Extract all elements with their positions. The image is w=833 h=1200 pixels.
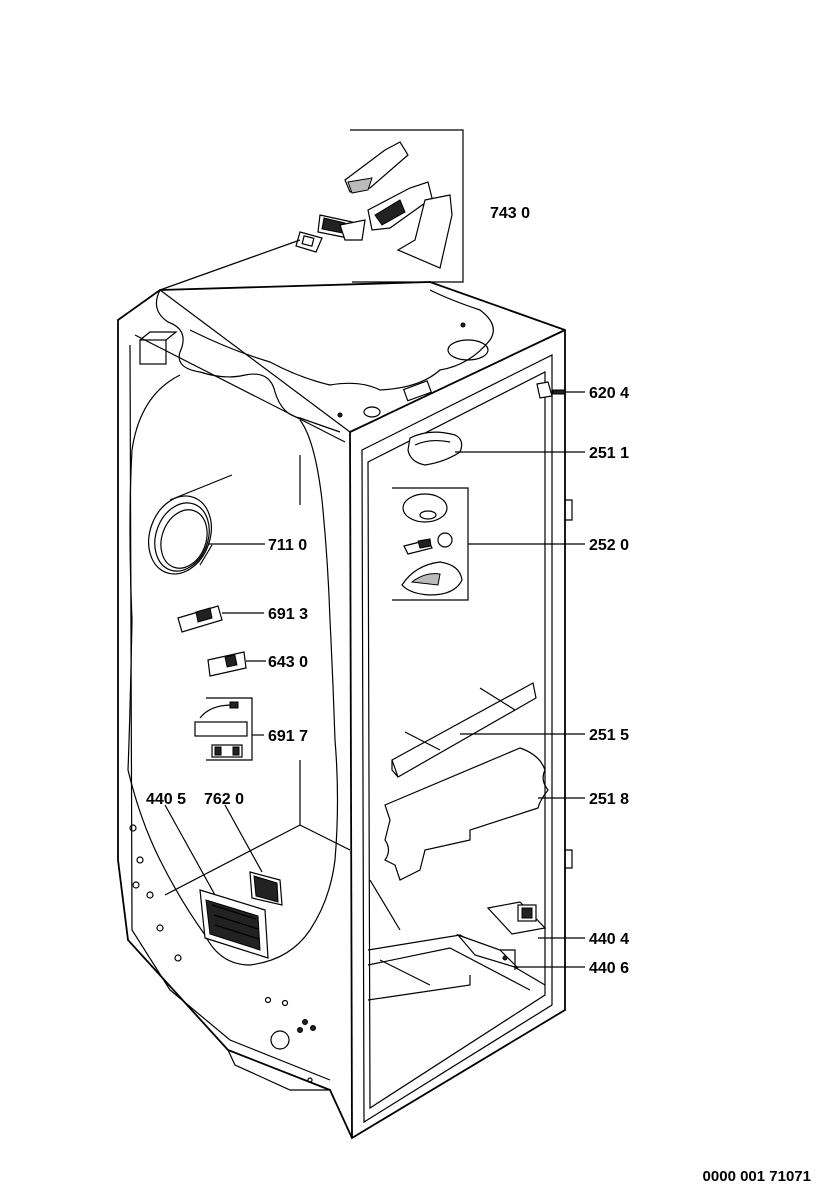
part-691-7-group — [194, 697, 264, 761]
part-620-4 — [536, 381, 585, 399]
cabinet-outline — [117, 281, 573, 1140]
part-440-6 — [456, 933, 585, 970]
part-711-0 — [148, 474, 265, 575]
label-440-6: 440 6 — [589, 960, 629, 977]
part-440-4 — [486, 901, 585, 939]
document-number: 0000 001 71071 — [702, 1168, 811, 1185]
part-440-5 — [164, 804, 269, 959]
label-743-0: 743 0 — [490, 205, 530, 222]
label-252-0: 252 0 — [589, 537, 629, 554]
part-251-1 — [407, 431, 585, 466]
label-762-0: 762 0 — [204, 791, 244, 808]
part-251-8 — [384, 747, 585, 881]
label-440-5: 440 5 — [146, 791, 186, 808]
label-440-4: 440 4 — [589, 931, 629, 948]
label-711-0: 711 0 — [268, 537, 307, 554]
part-643-0 — [207, 651, 266, 677]
label-691-3: 691 3 — [268, 606, 308, 623]
label-620-4: 620 4 — [589, 385, 629, 402]
label-691-7: 691 7 — [268, 728, 308, 745]
part-762-0 — [224, 804, 283, 906]
part-251-5 — [391, 682, 585, 778]
label-251-1: 251 1 — [589, 445, 629, 462]
part-743-0-group — [159, 129, 464, 291]
part-252-0-group — [392, 487, 585, 601]
part-691-3 — [177, 605, 264, 633]
label-251-8: 251 8 — [589, 791, 629, 808]
label-251-5: 251 5 — [589, 727, 629, 744]
label-643-0: 643 0 — [268, 654, 308, 671]
